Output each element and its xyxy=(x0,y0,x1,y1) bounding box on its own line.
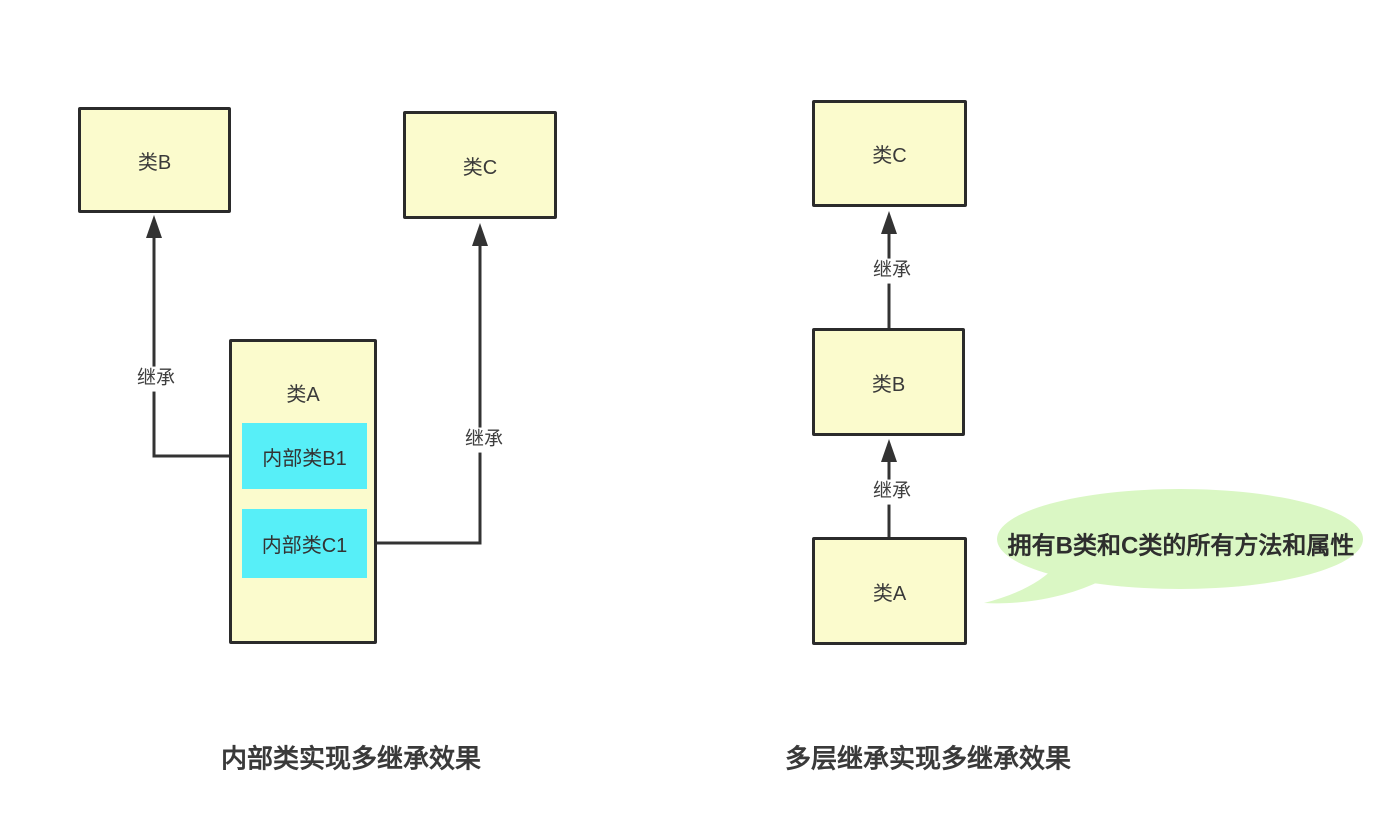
right-class-a-box: 类A xyxy=(812,537,967,645)
right-class-c-label: 类C xyxy=(872,145,907,167)
right-class-a-label: 类A xyxy=(872,582,907,605)
left-class-c-box: 类C xyxy=(403,111,557,219)
inner-class-c1-box: 内部类C1 xyxy=(242,509,367,578)
speech-bubble-text: 拥有B类和C类的所有方法和属性 xyxy=(1007,532,1355,560)
left-class-a-label: 类A xyxy=(286,384,320,406)
right-class-b-box: 类B xyxy=(812,328,965,436)
left-class-c-label: 类C xyxy=(462,156,498,179)
speech-bubble-ellipse xyxy=(997,489,1363,589)
edge-innerC1-to-classC xyxy=(367,241,482,545)
right-class-b-label: 类B xyxy=(871,373,906,396)
arrowhead-classB xyxy=(146,215,162,238)
inner-class-b1-box: 内部类B1 xyxy=(242,423,367,489)
left-diagram-caption: 内部类实现多继承效果 xyxy=(220,743,482,774)
arrowhead-classC-right xyxy=(881,211,897,234)
right-edge-ba-label: 继承 xyxy=(869,479,915,505)
right-class-c-box: 类C xyxy=(812,100,967,207)
arrowhead-classC xyxy=(472,223,488,246)
left-edge-c-label: 继承 xyxy=(461,427,507,453)
speech-bubble-tail xyxy=(984,564,1098,604)
left-class-b-label: 类B xyxy=(137,151,172,174)
arrowhead-classB-right xyxy=(881,439,897,462)
right-edge-cb-label: 继承 xyxy=(869,258,915,284)
inner-class-b1-label: 内部类B1 xyxy=(262,447,347,470)
left-edge-b-label: 继承 xyxy=(133,366,179,392)
edge-innerB1-to-classB xyxy=(152,233,242,458)
left-class-a-box: 类A 内部类B1 内部类C1 xyxy=(229,339,377,644)
inner-class-c1-label: 内部类C1 xyxy=(261,535,348,557)
right-diagram-caption: 多层继承实现多继承效果 xyxy=(784,743,1072,774)
left-class-b-box: 类B xyxy=(78,107,231,213)
